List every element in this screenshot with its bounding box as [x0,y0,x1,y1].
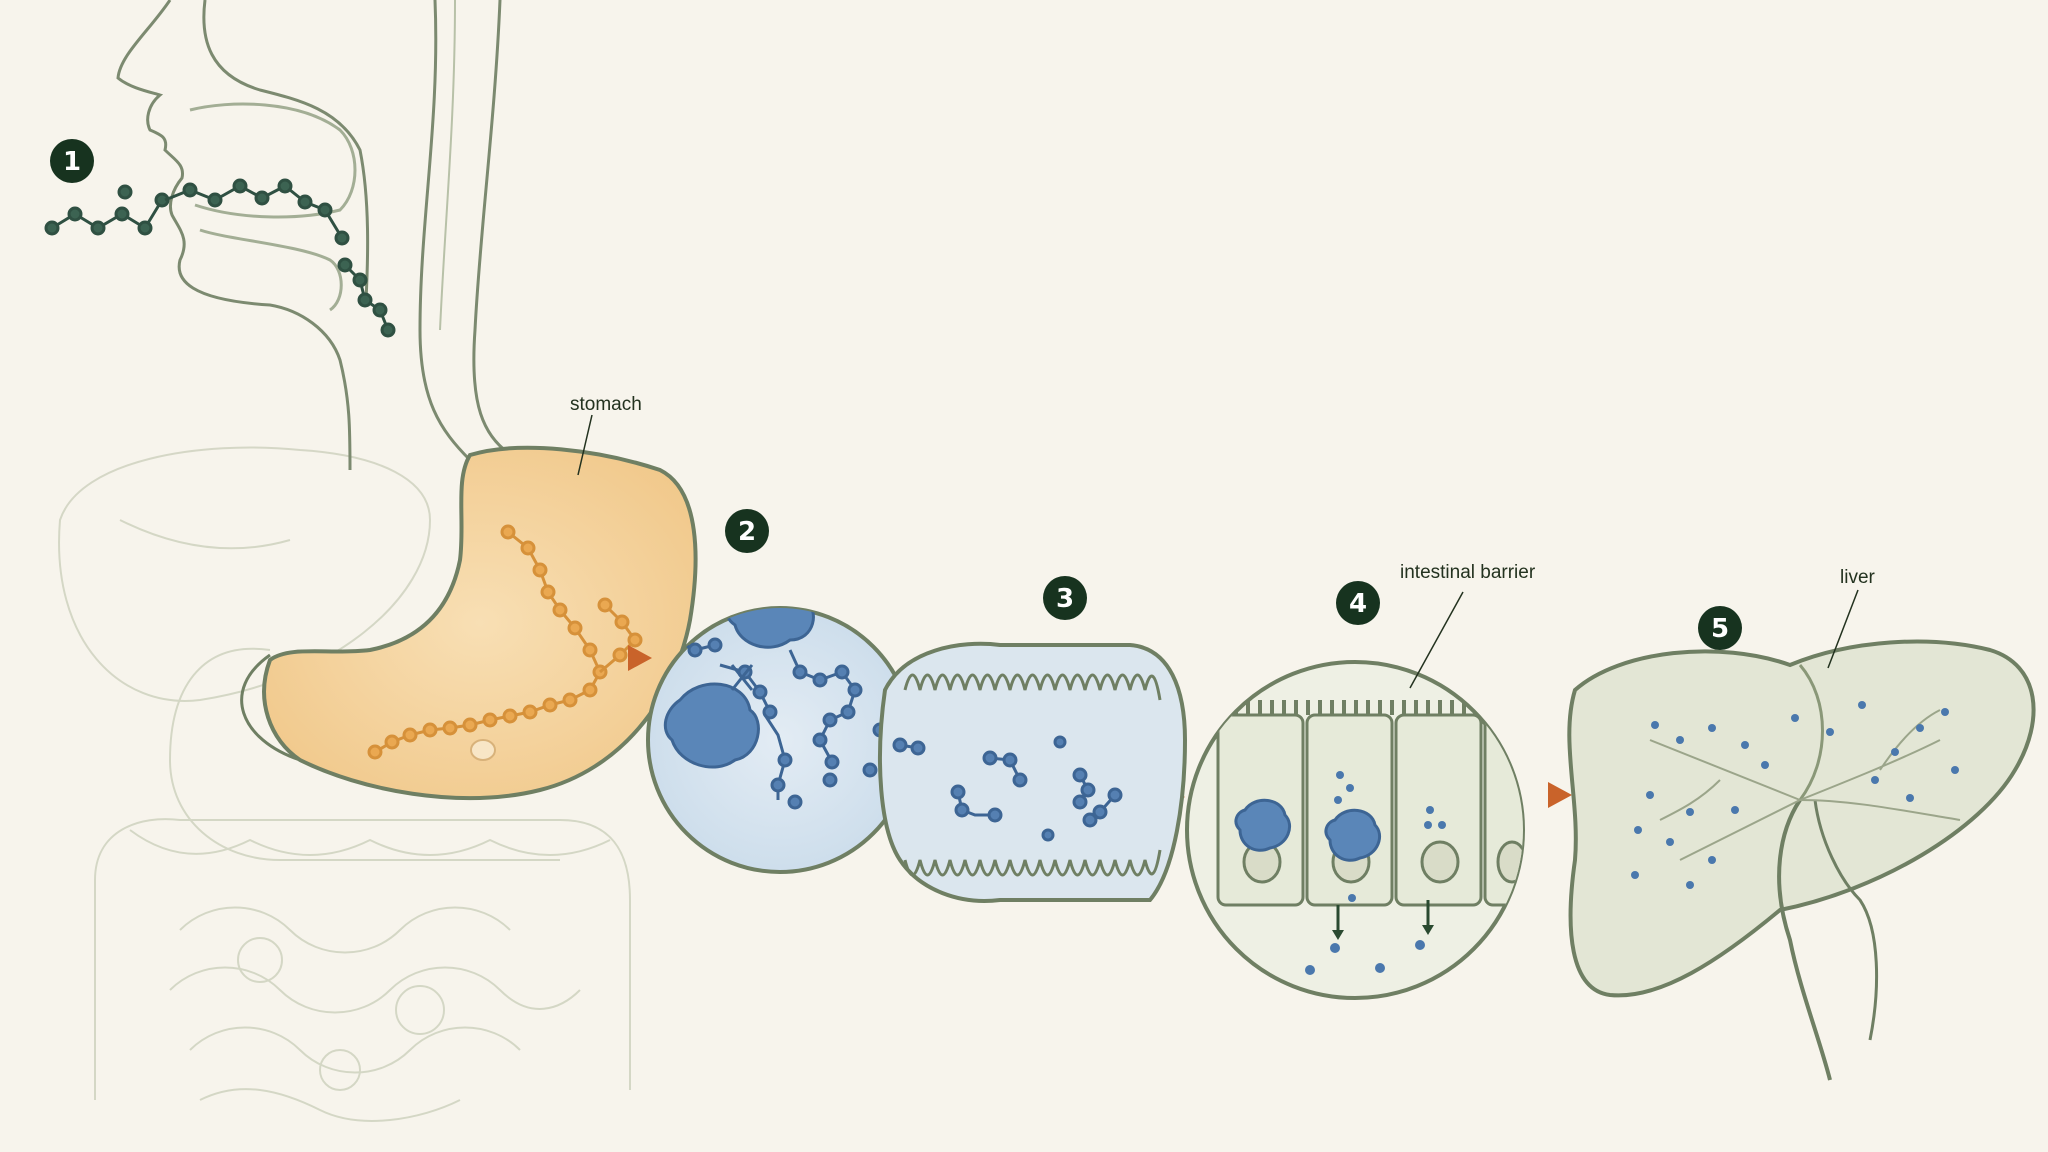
step-badge-4: 4 [1336,581,1380,625]
intestinal-barrier-label: intestinal barrier [1400,562,1536,583]
svg-text:5: 5 [1711,614,1729,644]
stomach [240,445,698,800]
intestinal-barrier-leader [1409,591,1464,689]
small-intestine-view [878,641,1188,903]
protein-chain-dietary [44,178,396,338]
liver-label: liver [1840,567,1876,588]
liver [1567,639,2036,1081]
esophagus [418,0,521,462]
faint-liver [58,446,432,702]
faint-colon [94,818,631,1090]
step-badge-3: 3 [1043,576,1087,620]
svg-text:4: 4 [1349,589,1367,619]
head-profile [116,0,370,471]
step-badge-1: 1 [50,139,94,183]
svg-text:1: 1 [63,147,81,177]
step-badge-2: 2 [725,509,769,553]
flow-arrow-1 [628,645,652,671]
step-badge-5: 5 [1698,606,1742,650]
faint-small-intestine [169,906,581,1122]
intestinal-barrier-view [1185,660,1525,1000]
background-anatomy [58,446,631,1122]
svg-text:2: 2 [738,517,756,547]
protein-chain-stomach [367,524,643,760]
stomach-leader [577,414,593,476]
stomach-label: stomach [570,394,642,415]
enzyme-digestion-view [646,606,914,874]
enzyme-blob [663,682,760,769]
faint-duodenum [168,647,560,861]
liver-leader [1827,589,1859,669]
svg-text:3: 3 [1056,584,1074,614]
flow-arrow-3 [1548,782,1572,808]
